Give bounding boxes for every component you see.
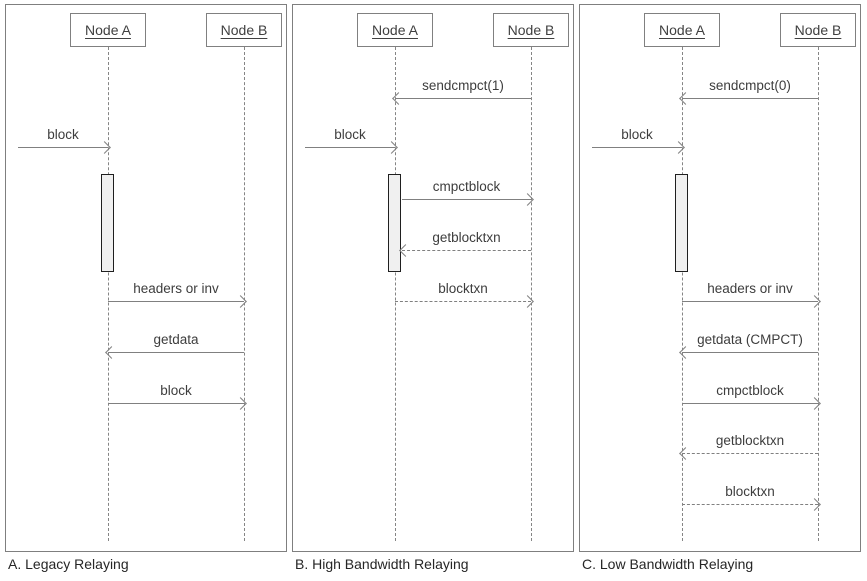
- node-box-a: Node A: [644, 13, 720, 47]
- message-getdata-cmpct: getdata (CMPCT): [679, 330, 818, 359]
- node-box-a: Node A: [70, 13, 146, 47]
- message-label: blocktxn: [725, 484, 775, 499]
- message-line-dashed: [679, 447, 818, 460]
- message-block: block: [305, 125, 398, 154]
- lifeline-node-a: [107, 47, 109, 541]
- panel-caption-legacy: A. Legacy Relaying: [8, 556, 129, 572]
- lifeline-node-b: [817, 47, 819, 541]
- node-label: Node B: [507, 22, 555, 38]
- message-getdata: getdata: [105, 330, 244, 359]
- message-label: getblocktxn: [715, 433, 785, 448]
- message-headers-or-inv: headers or inv: [682, 279, 821, 308]
- message-line-solid: [108, 397, 247, 410]
- panel-low-bandwidth-relaying: Node A Node B sendcmpct(0) block headers or …: [579, 4, 861, 552]
- panel-legacy-relaying: Node A Node B block headers or inv getdata bl…: [5, 4, 287, 552]
- activation-bar: [101, 174, 114, 272]
- message-line-solid: [682, 397, 821, 410]
- message-label: blocktxn: [438, 281, 488, 296]
- message-line-solid: [305, 141, 398, 154]
- message-label: sendcmpct(1): [422, 78, 504, 93]
- message-label: getblocktxn: [432, 230, 501, 245]
- message-line-solid: [392, 92, 531, 105]
- node-label: Node A: [85, 22, 131, 38]
- node-label: Node B: [794, 22, 842, 38]
- message-label: headers or inv: [133, 281, 219, 296]
- message-line-solid: [402, 193, 534, 206]
- activation-bar: [675, 174, 688, 272]
- message-line-solid: [592, 141, 685, 154]
- message-label: sendcmpct(0): [709, 78, 791, 93]
- message-line-dashed: [399, 244, 531, 257]
- message-line-dashed: [395, 295, 534, 308]
- message-blocktxn: blocktxn: [682, 482, 821, 511]
- message-blocktxn: blocktxn: [395, 279, 534, 308]
- message-label: getdata: [153, 332, 199, 347]
- panel-caption-low-bandwidth: C. Low Bandwidth Relaying: [582, 556, 754, 572]
- node-box-b: Node B: [780, 13, 856, 47]
- message-label: cmpctblock: [432, 179, 501, 194]
- message-line-solid: [108, 295, 247, 308]
- message-label: block: [621, 127, 653, 142]
- node-label: Node A: [372, 22, 418, 38]
- message-label: headers or inv: [707, 281, 793, 296]
- message-block: block: [592, 125, 685, 154]
- message-line-dashed: [682, 498, 821, 511]
- lifeline-node-a: [394, 47, 396, 541]
- node-label: Node B: [220, 22, 268, 38]
- message-line-solid: [682, 295, 821, 308]
- message-sendcmpct-0: sendcmpct(0): [679, 76, 818, 105]
- activation-bar: [388, 174, 401, 272]
- panel-high-bandwidth-relaying: Node A Node B sendcmpct(1) block cmpctblock g…: [292, 4, 574, 552]
- message-line-solid: [105, 346, 244, 359]
- lifeline-node-b: [530, 47, 532, 541]
- lifeline-node-b: [243, 47, 245, 541]
- message-line-solid: [679, 346, 818, 359]
- node-box-b: Node B: [206, 13, 282, 47]
- message-sendcmpct-1: sendcmpct(1): [392, 76, 531, 105]
- message-getblocktxn: getblocktxn: [679, 431, 818, 460]
- message-getblocktxn: getblocktxn: [399, 228, 531, 257]
- message-line-solid: [18, 141, 111, 154]
- message-cmpctblock: cmpctblock: [682, 381, 821, 410]
- message-label: block: [334, 127, 366, 142]
- node-box-b: Node B: [493, 13, 569, 47]
- message-block: block: [18, 125, 111, 154]
- message-headers-or-inv: headers or inv: [108, 279, 247, 308]
- message-label: cmpctblock: [716, 383, 784, 398]
- message-label: getdata (CMPCT): [697, 332, 803, 347]
- message-label: block: [47, 127, 79, 142]
- node-box-a: Node A: [357, 13, 433, 47]
- lifeline-node-a: [681, 47, 683, 541]
- message-line-solid: [679, 92, 818, 105]
- panel-caption-high-bandwidth: B. High Bandwidth Relaying: [295, 556, 469, 572]
- node-label: Node A: [659, 22, 705, 38]
- message-label: block: [160, 383, 192, 398]
- message-cmpctblock: cmpctblock: [402, 177, 534, 206]
- message-block: block: [108, 381, 247, 410]
